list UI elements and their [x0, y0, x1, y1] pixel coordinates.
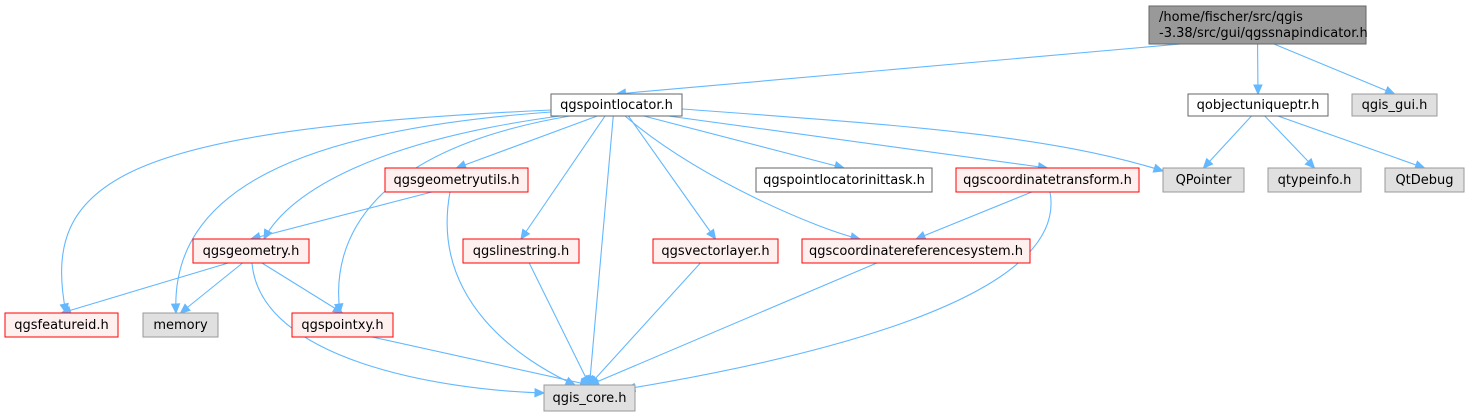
node-label-QtDebug: QtDebug: [1395, 173, 1453, 188]
node-qgsvectorlayer[interactable]: qgsvectorlayer.h: [652, 238, 779, 264]
edge-qgscoordinatetransform-to-qgscoordinatereferencesystem-arrowhead: [914, 231, 927, 240]
edge-qobjectuniqueptr-to-QPointer: [1203, 115, 1252, 169]
node-label-qgsvectorlayer: qgsvectorlayer.h: [661, 244, 769, 259]
node-label-qtypeinfo: qtypeinfo.h: [1278, 173, 1352, 188]
node-label-QPointer: QPointer: [1176, 173, 1233, 188]
edge-qgsgeometry-to-qgspointxy: [261, 262, 343, 314]
node-box-QPointer: [1162, 167, 1245, 193]
node-box-qgslinestring: [462, 238, 580, 264]
node-box-QtDebug: [1384, 167, 1465, 193]
edge-qgspointlocator-to-qgsgeometry: [263, 115, 561, 240]
node-qgspointxy[interactable]: qgspointxy.h: [291, 312, 394, 338]
node-QtDebug[interactable]: QtDebug: [1384, 167, 1465, 193]
node-box-qgspointlocator: [550, 93, 683, 117]
edge-qgspointlocator-to-qgsvectorlayer-arrowhead: [706, 228, 717, 241]
node-label-qgspointlocatorinittask: qgspointlocatorinittask.h: [763, 173, 925, 188]
node-qgspointlocatorinittask[interactable]: qgspointlocatorinittask.h: [755, 167, 933, 193]
node-qgsfeatureid[interactable]: qgsfeatureid.h: [4, 312, 119, 338]
edge-qgsgeometry-to-qgis_core-arrowhead: [534, 387, 546, 398]
edge-qgscoordinatetransform-to-qgis_core: [625, 191, 1052, 390]
edge-qgssnapindicator-to-qgspointlocator: [616, 43, 1181, 95]
edge-qgssnapindicator-to-qgis_gui-arrowhead: [1383, 85, 1396, 95]
edge-qgsvectorlayer-to-qgis_core: [589, 262, 701, 386]
node-box-qgspointxy: [291, 312, 394, 338]
node-box-qtypeinfo: [1267, 167, 1362, 193]
node-label-qgscoordinatetransform: qgscoordinatetransform.h: [963, 173, 1132, 188]
node-box-qobjectuniqueptr: [1187, 93, 1329, 117]
edge-qgsgeometryutils-to-qgis_core: [446, 191, 576, 386]
node-box-qgsgeometry: [192, 238, 310, 264]
edge-qgspointlocator-to-QPointer: [681, 108, 1164, 172]
node-box-memory: [142, 312, 219, 338]
node-label-qgsgeometry: qgsgeometry.h: [203, 244, 300, 259]
node-label-qgssnapindicator: /home/fischer/src/qgis: [1159, 10, 1303, 25]
node-box-qgsfeatureid: [4, 312, 119, 338]
node-box-qgsvectorlayer: [652, 238, 779, 264]
edge-qgspointlocator-to-qgis_core: [588, 115, 614, 386]
edge-qgsgeometry-to-qgsfeatureid: [61, 262, 229, 314]
node-box-qgscoordinatetransform: [955, 167, 1140, 193]
node-qgscoordinatetransform[interactable]: qgscoordinatetransform.h: [955, 167, 1140, 193]
edge-qgspointlocator-to-qgslinestring-arrowhead: [520, 228, 531, 241]
node-qgslinestring[interactable]: qgslinestring.h: [462, 238, 580, 264]
edge-qgslinestring-to-qgis_core: [528, 262, 590, 386]
edge-qobjectuniqueptr-to-QtDebug: [1277, 115, 1425, 169]
node-qgspointlocator[interactable]: qgspointlocator.h: [550, 93, 683, 117]
edge-qobjectuniqueptr-to-qtypeinfo: [1264, 115, 1315, 169]
edge-qgspointlocator-to-memory: [175, 111, 552, 314]
node-qgscoordinatereferencesystem[interactable]: qgscoordinatereferencesystem.h: [801, 238, 1031, 264]
node-box-qgspointlocatorinittask: [755, 167, 933, 193]
node-label-qgis_gui: qgis_gui.h: [1362, 98, 1428, 113]
node-qgssnapindicator[interactable]: /home/fischer/src/qgis-3.38/src/gui/qgss…: [1148, 5, 1368, 45]
node-box-qgscoordinatereferencesystem: [801, 238, 1031, 264]
node-qobjectuniqueptr[interactable]: qobjectuniqueptr.h: [1187, 93, 1329, 117]
node-label-qgspointlocator: qgspointlocator.h: [560, 98, 673, 113]
edge-qgsgeometry-to-qgis_core: [251, 262, 545, 394]
node-qgis_gui[interactable]: qgis_gui.h: [1351, 93, 1438, 117]
node-label-qgsfeatureid: qgsfeatureid.h: [14, 318, 108, 333]
edge-qgspointlocator-to-qgscoordinatereferencesystem: [624, 115, 861, 240]
edge-qobjectuniqueptr-to-QPointer-arrowhead: [1202, 157, 1214, 169]
edge-qgspointlocator-to-qgscoordinatetransform: [668, 115, 1048, 169]
edge-qgssnapindicator-to-qobjectuniqueptr-arrowhead: [1253, 84, 1263, 96]
node-label-qgslinestring: qgslinestring.h: [473, 244, 569, 259]
node-qgis_core[interactable]: qgis_core.h: [543, 384, 636, 412]
edge-qgspointlocator-to-qgsfeatureid: [61, 109, 552, 314]
node-qgsgeometryutils[interactable]: qgsgeometryutils.h: [384, 167, 529, 193]
edge-qgsgeometry-to-qgspointxy-arrowhead: [331, 303, 344, 314]
node-box-qgis_gui: [1351, 93, 1438, 117]
node-box-qgsgeometryutils: [384, 167, 529, 193]
edge-qgspointlocator-to-qgslinestring: [520, 115, 606, 240]
edge-qgssnapindicator-to-qgis_gui: [1273, 43, 1395, 95]
edge-qgspointlocator-to-qgsgeometryutils: [456, 115, 598, 169]
edge-qgscoordinatetransform-to-qgscoordinatereferencesystem: [915, 191, 1032, 240]
node-box-qgssnapindicator: [1148, 5, 1367, 45]
node-memory[interactable]: memory: [142, 312, 219, 338]
node-qtypeinfo[interactable]: qtypeinfo.h: [1267, 167, 1362, 193]
edge-layer: [59, 43, 1426, 398]
node-label-qgssnapindicator: -3.38/src/gui/qgssnapindicator.h: [1159, 26, 1368, 41]
node-box-qgis_core: [543, 384, 636, 412]
edge-qgscoordinatereferencesystem-to-qgis_core: [589, 262, 878, 386]
node-layer: /home/fischer/src/qgis-3.38/src/gui/qgss…: [4, 5, 1465, 412]
node-label-qobjectuniqueptr: qobjectuniqueptr.h: [1197, 98, 1320, 113]
edge-qgsgeometry-to-memory: [180, 262, 243, 314]
edge-qgspointxy-to-qgis_core: [372, 336, 590, 386]
node-label-qgspointxy: qgspointxy.h: [301, 318, 383, 333]
edge-qobjectuniqueptr-to-qtypeinfo-arrowhead: [1304, 157, 1316, 169]
edge-qgspointlocator-to-memory-arrowhead: [170, 303, 181, 315]
edge-qgsgeometry-to-memory-arrowhead: [179, 303, 191, 314]
node-QPointer[interactable]: QPointer: [1162, 167, 1245, 193]
node-label-qgsgeometryutils: qgsgeometryutils.h: [394, 173, 520, 188]
edge-qgsgeometryutils-to-qgsgeometry: [250, 191, 432, 240]
edge-qgspointlocator-to-qgspointxy: [338, 115, 571, 314]
edge-qgspointlocator-to-qgsvectorlayer: [627, 115, 716, 240]
node-label-qgis_core: qgis_core.h: [553, 391, 627, 406]
node-label-memory: memory: [153, 318, 208, 333]
edge-qgspointlocator-to-QPointer-arrowhead: [1152, 163, 1165, 173]
node-label-qgscoordinatereferencesystem: qgscoordinatereferencesystem.h: [809, 244, 1023, 259]
node-qgsgeometry[interactable]: qgsgeometry.h: [192, 238, 310, 264]
edge-qgspointlocator-to-qgspointlocatorinittask: [643, 115, 845, 169]
